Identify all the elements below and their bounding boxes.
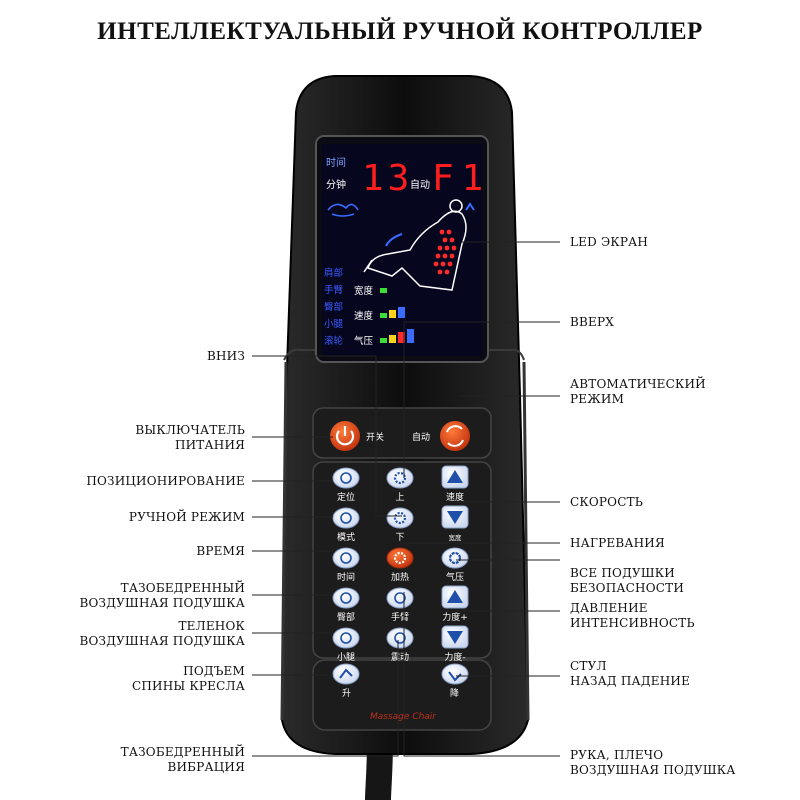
speed-button[interactable] [441,465,469,489]
caption-led-screen: LED ЭКРАН [570,235,649,249]
heat-label: 加热 [391,571,409,583]
auto-label: 自动 [412,431,430,443]
air-button[interactable] [441,547,469,569]
raise-back-button[interactable] [332,663,360,685]
caption-power: ВЫКЛЮЧАТЕЛЬ ПИТАНИЯ [135,423,245,452]
up-label: 上 [395,492,404,503]
caption-back-raise: ПОДЪЕМ СПИНЫ КРЕСЛА [131,664,245,693]
arm-icon [394,592,406,604]
caption-manual-mode: РУЧНОЙ РЕЖИМ [128,510,245,524]
triangle-down-icon [447,511,463,524]
time-button[interactable] [332,547,360,569]
down-label: 下 [395,533,404,543]
position-label: 定位 [337,491,355,503]
caption-down: ВНИЗ [206,349,245,363]
caption-speed: СКОРОСТЬ [570,495,644,509]
hip-label: 臀部 [337,611,355,623]
force-plus-button[interactable] [441,585,469,609]
hip-button[interactable] [332,587,360,609]
triangle-down-icon [447,631,463,644]
massage-hands-icon [327,203,359,217]
calf-button[interactable] [332,627,360,649]
vibrate-label: 震动 [391,652,409,663]
air-icon [448,551,462,565]
auto-indicator-label: 自动 [410,178,430,191]
lower-label: 降 [450,687,459,699]
mode-button[interactable] [332,507,360,529]
timer-digits: 13 [362,158,413,199]
caption-arm-shoulder-airbag: РУКА, ПЛЕЧО ВОЗДУШНАЯ ПОДУШКА [570,748,736,777]
minute-label: 分钟 [326,178,346,191]
caption-heating: НАГРЕВАНИЯ [570,536,665,550]
mode-code-digits: F1 [432,158,491,199]
calf-label: 小腿 [337,652,355,663]
level-label-width: 宽度 [354,285,374,297]
mode-label: 模式 [337,531,355,543]
up-button[interactable] [386,467,414,489]
mode-icon [340,512,352,524]
hip-icon [340,592,352,604]
raise-label: 升 [342,688,351,699]
width-button[interactable] [441,505,469,529]
down-button[interactable] [386,507,414,529]
part-label-hip: 臀部 [324,301,343,313]
down-icon [393,511,407,525]
position-button[interactable] [332,467,360,489]
time-label: 时间 [337,571,355,583]
arm-label: 手臂 [391,611,409,623]
triangle-up-icon [447,590,463,603]
part-label-calf: 小腿 [324,319,344,330]
page-title: ИНТЕЛЛЕКТУАЛЬНЫЙ РУЧНОЙ КОНТРОЛЛЕР [97,18,703,45]
caption-hip-vibration: ТАЗОБЕДРЕННЫЙ ВИБРАЦИЯ [120,745,245,774]
level-label-speed: 速度 [354,310,374,322]
caption-auto-mode: АВТОМАТИЧЕСКИЙ РЕЖИМ [570,377,706,406]
led-screen: 时间 分钟 13 自动 F1 肩部 手臂 臀部 [315,135,491,363]
level-bars [380,288,414,343]
heat-button[interactable] [386,547,414,569]
width-label: 宽度 [449,533,463,542]
chair-silhouette-icon [363,199,475,291]
vibrate-button[interactable] [386,627,414,649]
up-icon [393,471,407,485]
caption-hip-airbag: ТАЗОБЕДРЕННЫЙ ВОЗДУШНАЯ ПОДУШКА [79,581,245,610]
arm-button[interactable] [386,587,414,609]
calf-icon [340,632,352,644]
part-label-shoulder: 肩部 [324,267,343,279]
caption-positioning: ПОЗИЦИОНИРОВАНИЕ [86,474,245,488]
power-label: 开关 [366,431,384,443]
caption-all-airbags: ВСЕ ПОДУШКИ БЕЗОПАСНОСТИ [570,566,684,595]
lower-back-button[interactable] [441,663,469,685]
caption-time: ВРЕМЯ [196,544,245,558]
time-icon [340,552,352,564]
force-plus-label: 力度+ [442,611,468,623]
part-label-roller: 滚轮 [324,335,344,347]
auto-button[interactable] [440,421,470,451]
vibrate-icon [394,632,406,644]
force-minus-label: 力度- [444,651,465,663]
power-button[interactable] [330,421,360,451]
air-label: 气压 [446,571,464,583]
speed-label: 速度 [446,491,464,503]
heat-icon [393,551,407,565]
caption-up: ВВЕРХ [570,315,615,329]
caption-intensity: ДАВЛЕНИЕ ИНТЕНСИВНОСТЬ [570,601,695,630]
level-label-air: 气压 [354,335,374,347]
caption-calf-airbag: ТЕЛЕНОК ВОЗДУШНАЯ ПОДУШКА [79,619,245,648]
part-label-arm: 手臂 [324,284,344,296]
caption-chair-recline: СТУЛ НАЗАД ПАДЕНИЕ [570,659,691,688]
force-minus-button[interactable] [441,625,469,649]
position-icon [340,472,352,484]
triangle-up-icon [447,470,463,483]
leader-lines [252,241,560,757]
time-label: 时间 [326,156,346,169]
